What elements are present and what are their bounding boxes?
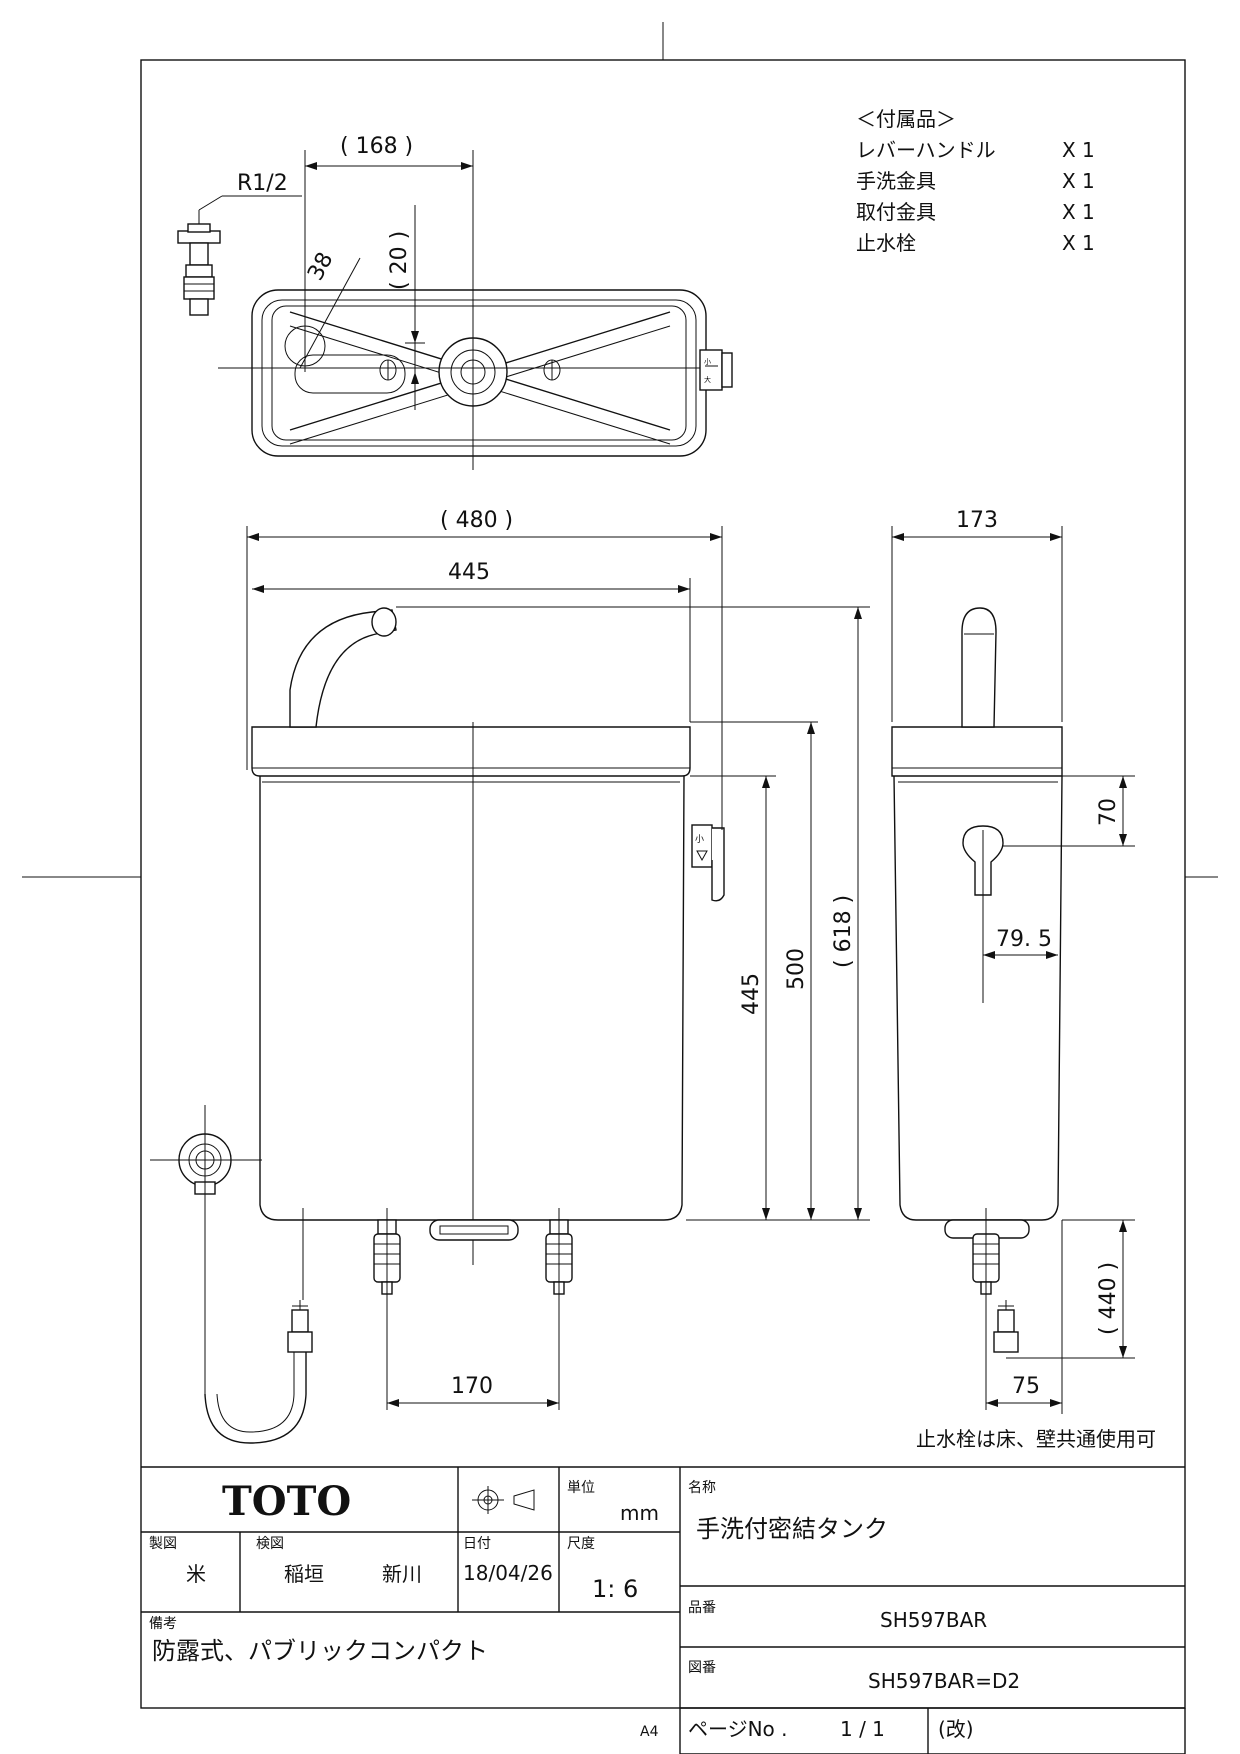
revision-label: (改) [938,1717,974,1741]
dim-20: ( 20 ) [387,231,412,290]
remarks-value: 防露式、パブリックコンパクト [152,1637,488,1665]
accessory-qty-0: X 1 [1062,138,1095,162]
top-view: 小 大 R1/2 ( 168 ) 38 ( 20 ) [177,134,733,470]
dim-168: ( 168 ) [340,134,413,159]
dim-500: 500 [784,948,809,990]
checked-value-1: 稲垣 [284,1562,324,1586]
checked-label: 検図 [256,1536,284,1552]
stop-valve-note: 止水栓は床、壁共通使用可 [916,1427,1156,1451]
part-value: SH597BAR [880,1608,987,1632]
accessory-qty-3: X 1 [1062,231,1095,255]
dim-445-height: 445 [739,973,764,1015]
name-label: 名称 [688,1480,716,1496]
accessory-name-1: 手洗金具 [856,169,936,193]
dim-38: 38 [303,248,338,284]
dim-440: ( 440 ) [1096,1262,1121,1335]
date-label: 日付 [463,1536,491,1552]
front-view: 小 170 [150,508,870,1444]
stop-valve-wall [150,1105,313,1444]
projection-symbol-icon [472,1486,535,1514]
drawn-label: 製図 [149,1536,177,1552]
title-block: TOTO 単位 mm 名称 手洗付密結タンク 製図 米 検図 稲垣 新川 日付 … [141,1466,1186,1754]
date-value: 18/04/26 [463,1561,553,1585]
unit-label: 単位 [567,1480,595,1496]
sheet-frame [22,22,1218,1709]
dim-173: 173 [956,508,998,533]
page-value: 1 / 1 [840,1717,885,1741]
drawing-label: 図番 [688,1660,716,1676]
drawn-value: 米 [186,1562,206,1586]
accessories-header: ＜付属品＞ [856,107,956,131]
name-value: 手洗付密結タンク [696,1515,888,1543]
dim-79-5: 79. 5 [996,927,1052,952]
side-view: 173 70 79. 5 ( 440 ) [891,508,1135,1414]
drawing-value: SH597BAR=D2 [868,1669,1020,1693]
accessory-name-3: 止水栓 [856,231,916,255]
toto-logo: TOTO [222,1478,351,1525]
dim-618: ( 618 ) [831,895,856,968]
stop-valve-top [177,195,302,316]
dim-445-width: 445 [448,560,490,585]
mounting-bolt-right [545,1208,573,1410]
accessory-qty-1: X 1 [1062,169,1095,193]
remarks-label: 備考 [149,1616,177,1632]
lever-small-label: 小 [695,834,704,845]
accessory-name-2: 取付金具 [856,200,936,224]
scale-label: 尺度 [567,1536,595,1552]
dim-170: 170 [451,1374,493,1399]
scale-value: 1: 6 [592,1575,638,1603]
accessories-list: ＜付属品＞ レバーハンドル X 1 手洗金具 X 1 取付金具 X 1 止水栓 … [856,107,1095,255]
paper-size: A4 [640,1724,659,1740]
lever-small-label-top: 小 [704,357,711,366]
dim-70: 70 [1096,798,1121,826]
lever-big-label-top: 大 [704,375,711,384]
page-label: ページNo . [688,1717,788,1741]
dim-480: ( 480 ) [440,508,513,533]
accessory-qty-2: X 1 [1062,200,1095,224]
dim-r12: R1/2 [237,171,288,196]
mounting-bolt-left [373,1208,401,1410]
accessory-name-0: レバーハンドル [856,138,996,162]
part-label: 品番 [688,1600,716,1616]
dim-75: 75 [1012,1374,1040,1399]
unit-value: mm [620,1501,659,1525]
checked-value-2: 新川 [382,1562,422,1586]
